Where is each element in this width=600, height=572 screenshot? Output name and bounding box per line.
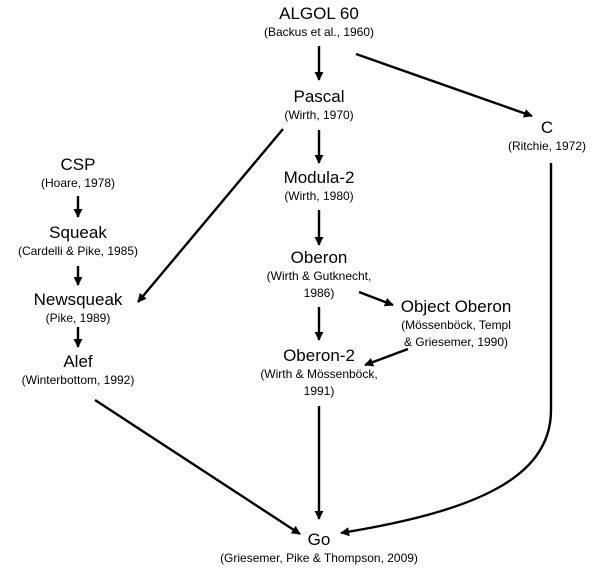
node-c: C (Ritchie, 1972) [508,118,586,155]
node-newsqueak: Newsqueak (Pike, 1989) [34,290,123,327]
node-alef-name: Alef [63,352,93,371]
node-oberon2-name: Oberon-2 [283,346,355,365]
node-algol60-name: ALGOL 60 [279,4,359,23]
node-pascal: Pascal (Wirth, 1970) [284,87,353,124]
node-go-name: Go [307,530,331,549]
node-pascal-citation: (Wirth, 1970) [284,108,354,122]
edge-c-go [340,163,553,537]
node-newsqueak-name: Newsqueak [33,290,123,309]
node-squeak-name: Squeak [49,223,107,242]
node-squeak-citation: (Cardelli & Pike, 1985) [17,244,139,258]
node-oberon: Oberon (Wirth & Gutknecht, 1986) [267,248,372,302]
node-oberon2: Oberon-2 (Wirth & Mössenböck, 1991) [260,346,377,400]
node-object-oberon-citation-line1: (Mössenböck, Templ [401,318,511,332]
node-alef: Alef (Winterbottom, 1992) [22,352,135,389]
edge-objectoberon-oberon2 [364,347,409,367]
node-object-oberon-name: Object Oberon [400,297,512,316]
node-csp: CSP (Hoare, 1978) [41,155,115,192]
node-alef-citation: (Winterbottom, 1992) [21,373,135,387]
edge-alef-go [94,398,301,536]
node-csp-name: CSP [60,155,96,174]
node-oberon-name: Oberon [290,248,348,267]
node-c-citation: (Ritchie, 1972) [507,139,587,153]
node-csp-citation: (Hoare, 1978) [40,176,116,190]
node-oberon2-citation-line2: 1991) [303,384,335,398]
edge-pascal-newsqueak [137,128,284,303]
node-pascal-name: Pascal [293,87,345,106]
node-object-oberon-citation-line2: & Griesemer, 1990) [403,335,509,349]
edge-algol60-c [355,52,533,118]
node-squeak: Squeak (Cardelli & Pike, 1985) [18,223,138,260]
node-modula2: Modula-2 (Wirth, 1980) [284,168,355,205]
node-algol60: ALGOL 60 (Backus et al., 1960) [264,4,374,41]
node-c-name: C [540,118,554,137]
node-newsqueak-citation: (Pike, 1989) [45,311,111,325]
edge-oberon-objectoberon [358,290,394,307]
node-go: Go (Griesemer, Pike & Thompson, 2009) [220,530,418,567]
node-object-oberon: Object Oberon (Mössenböck, Templ & Gries… [401,297,512,351]
node-modula2-name: Modula-2 [283,168,355,187]
node-algol60-citation: (Backus et al., 1960) [263,25,375,39]
node-modula2-citation: (Wirth, 1980) [284,189,354,203]
node-oberon-citation-line2: 1986) [303,286,335,300]
node-oberon2-citation-line1: (Wirth & Mössenböck, [260,367,378,381]
node-go-citation: (Griesemer, Pike & Thompson, 2009) [220,551,418,565]
node-oberon-citation-line1: (Wirth & Gutknecht, [266,269,372,283]
